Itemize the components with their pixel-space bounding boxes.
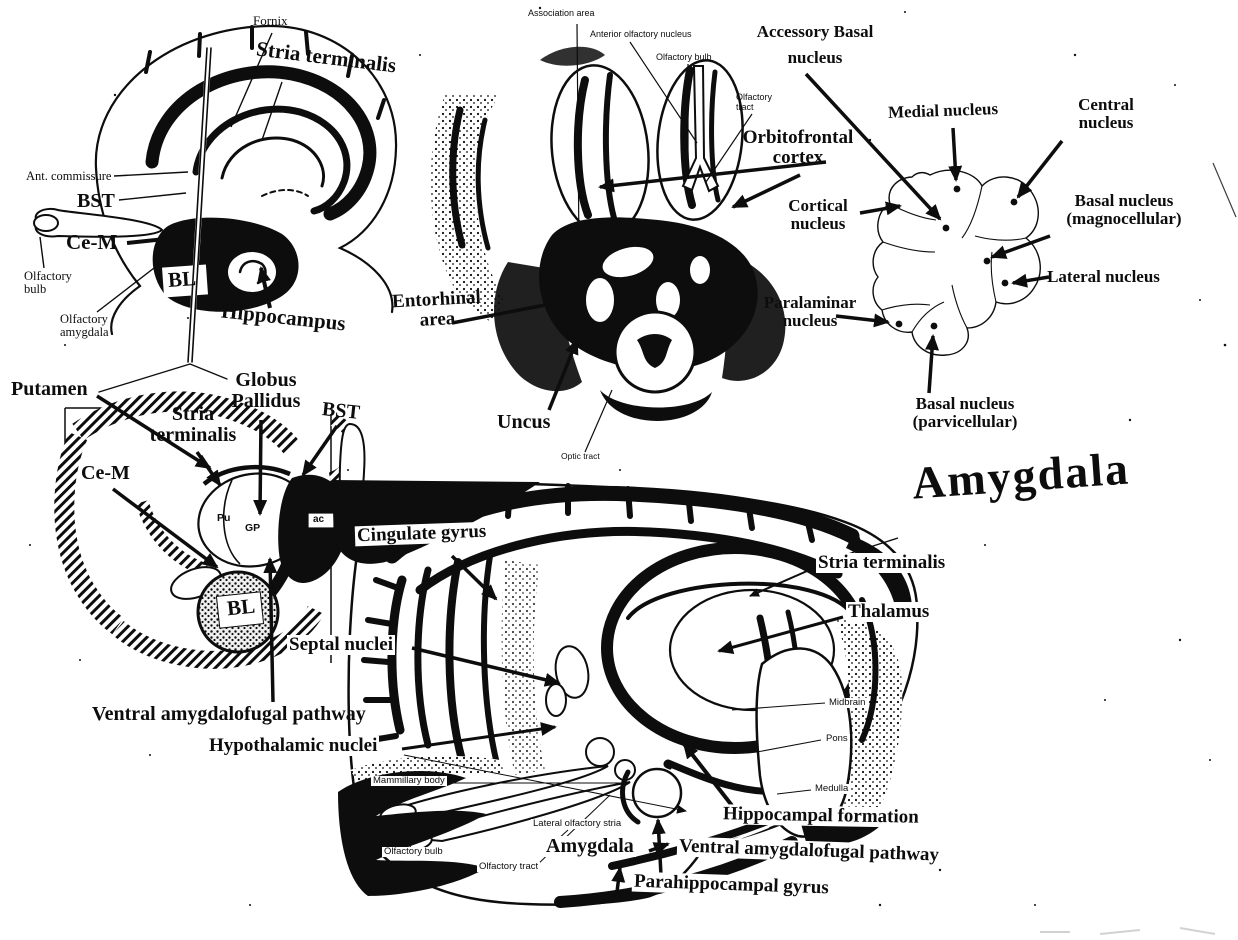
arrows-coronal-section (96, 394, 339, 703)
label-ce-m-coronal: Ce-M (81, 462, 130, 484)
label-hippocampal-formation: Hippocampal formation (720, 803, 921, 828)
label-lateral-olfactory-stria: Lateral olfactory stria (531, 818, 624, 830)
label-medial-nucleus: Medial nucleus (887, 99, 999, 122)
scan-artifacts (1040, 162, 1237, 935)
arrows-nuclei-map (804, 72, 1064, 394)
scan-noise (29, 6, 1227, 907)
drawing-nuclei-map (872, 169, 1041, 356)
label-ac: ac (313, 514, 325, 525)
label-cortical-nucleus: Cortical nucleus (788, 196, 848, 234)
label-accessory-basal-nucleus: Accessory Basal nucleus (756, 22, 874, 68)
label-ce-m-top: Ce-M (66, 230, 118, 254)
label-fornix: Fornix (253, 13, 288, 28)
arrows-sagittal-top (39, 32, 283, 313)
label-orbitofrontal-cortex: Orbitofrontal cortex (742, 127, 854, 169)
drawing-sagittal-bottom (332, 480, 919, 908)
label-paralaminar-nucleus: Paralaminar nucleus (763, 293, 857, 331)
drawing-coronal-section (54, 391, 366, 669)
label-olfactory-tract-ventral: Olfactory tract (736, 92, 773, 112)
label-bl-top: BL (167, 266, 197, 292)
label-mammillary-body: Mammillary body (371, 775, 447, 787)
label-thalamus: Thalamus (846, 601, 932, 623)
label-olfactory-bulb-top: Olfactory bulb (24, 269, 72, 297)
label-bst-top: BST (77, 190, 115, 212)
label-midbrain: Midbrain (827, 697, 868, 709)
label-bl-coronal: BL (225, 593, 257, 621)
label-globus-pallidus: Globus Pallidus (231, 369, 301, 413)
label-gp: GP (245, 522, 261, 534)
label-entorhinal-area: Entorhinal area (391, 286, 482, 332)
label-olfactory-amygdala: Olfactory amygdala (60, 312, 109, 340)
label-medulla: Medulla (813, 783, 851, 795)
label-putamen: Putamen (11, 378, 88, 400)
label-hypothalamic-nuclei: Hypothalamic nuclei (207, 735, 380, 757)
label-anterior-olfactory-nucleus: Anterior olfactory nucleus (590, 29, 692, 39)
label-olfactory-tract-bottom: Olfactory tract (477, 861, 541, 873)
drawing-sagittal-top (33, 24, 398, 393)
label-ventral-amygdalofugal-coronal: Ventral amygdalofugal pathway (92, 703, 366, 725)
label-ant-commissure: Ant. commissure (26, 169, 112, 183)
label-olfactory-bulb-ventral: Olfactory bulb (656, 52, 712, 62)
arrows-ventral-view (451, 23, 827, 453)
drawing-ventral-view (430, 46, 786, 421)
label-amygdala-bottom: Amygdala (544, 835, 636, 858)
label-stria-terminalis-coronal: Stria terminalis (149, 403, 237, 447)
label-pons: Pons (824, 733, 850, 745)
label-pu: Pu (217, 512, 231, 524)
label-septal-nuclei: Septal nuclei (287, 634, 395, 656)
label-stria-terminalis-bottom: Stria terminalis (816, 552, 948, 574)
label-basal-nucleus-magnocellular: Basal nucleus (magnocellular) (1066, 191, 1182, 229)
label-olfactory-bulb-bottom: Olfactory bulb (382, 846, 445, 858)
label-optic-tract: Optic tract (561, 451, 600, 461)
label-central-nucleus: Central nucleus (1078, 95, 1134, 133)
label-bst-coronal: BST (321, 398, 361, 424)
label-association-area: Association area (528, 8, 595, 18)
label-lateral-nucleus: Lateral nucleus (1047, 267, 1160, 286)
label-uncus: Uncus (497, 411, 551, 433)
label-basal-nucleus-parvicellular: Basal nucleus (parvicellular) (912, 394, 1018, 432)
